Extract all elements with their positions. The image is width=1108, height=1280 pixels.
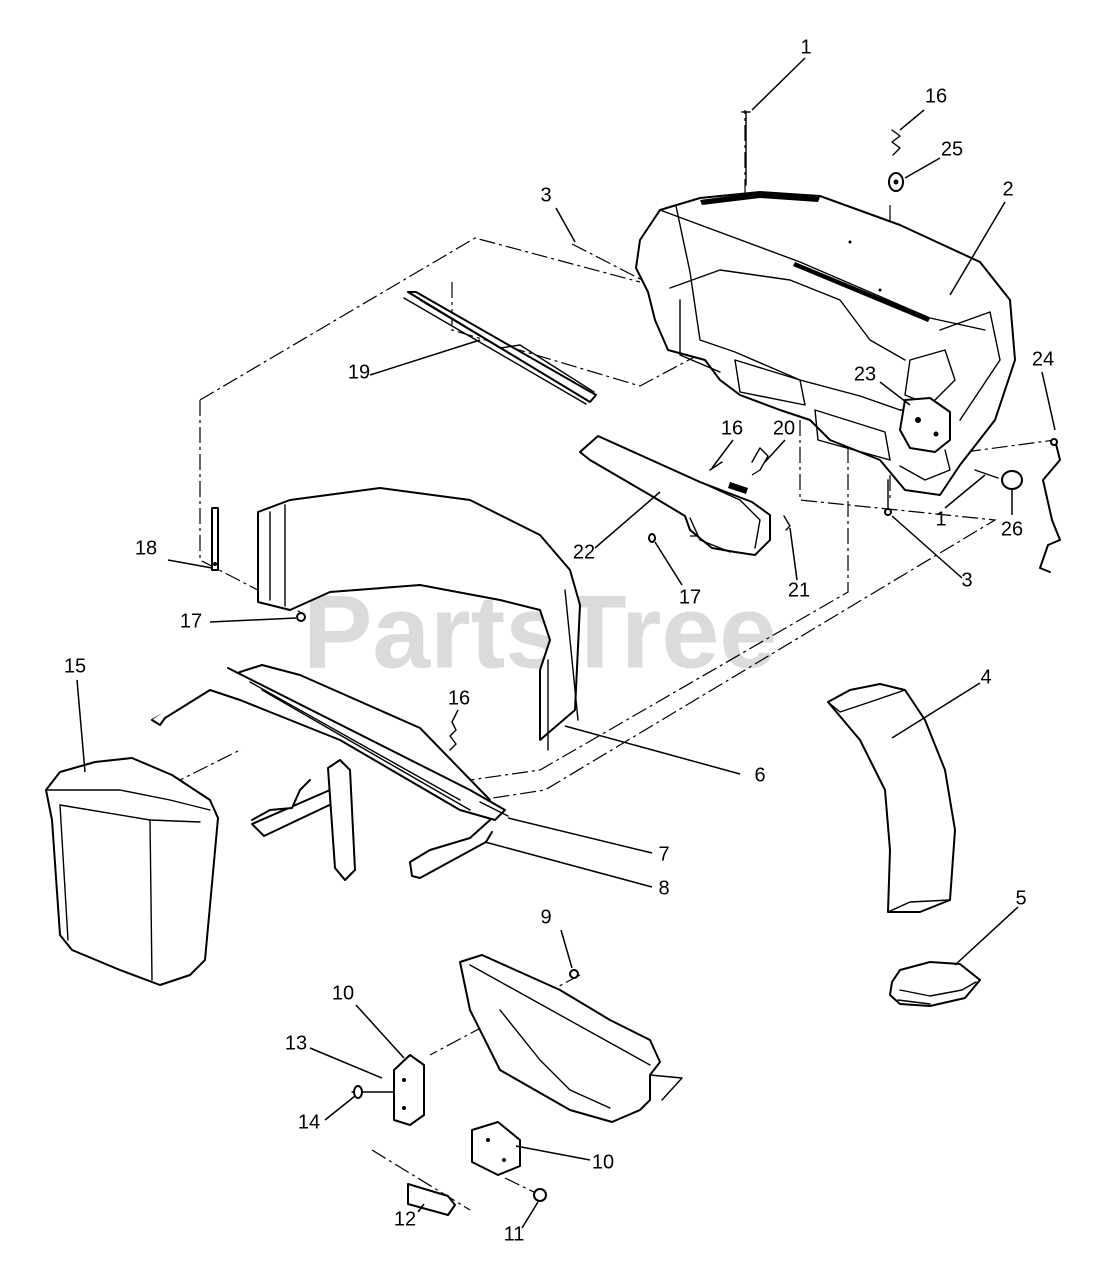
callout-17-mid: 17 <box>679 586 701 608</box>
callout-1-top: 1 <box>800 36 811 58</box>
callout-21: 21 <box>788 579 810 601</box>
bag-panel <box>257 487 581 751</box>
callout-18: 18 <box>135 537 157 559</box>
callout-7: 7 <box>658 843 669 865</box>
callout-15: 15 <box>64 655 86 677</box>
callout-10-bottom: 10 <box>592 1151 614 1173</box>
callout-8: 8 <box>658 877 669 899</box>
frame-hardware <box>449 721 509 817</box>
callout-20: 20 <box>773 417 795 439</box>
callout-23: 23 <box>854 363 876 385</box>
top-hardware <box>741 111 904 192</box>
support-bar <box>403 291 597 405</box>
callout-17-left: 17 <box>180 610 202 632</box>
callout-labels: 1 16 25 3 2 19 23 24 16 20 1 26 22 17 21… <box>64 36 1054 1245</box>
callout-6: 6 <box>754 764 765 786</box>
callout-11: 11 <box>504 1223 525 1245</box>
bag-basket <box>45 757 219 986</box>
callout-5: 5 <box>1015 887 1026 909</box>
right-hardware <box>884 397 1061 573</box>
callout-25: 25 <box>941 138 963 160</box>
hose-clamp <box>889 961 981 1007</box>
strip-part-18 <box>211 507 219 571</box>
callout-4: 4 <box>980 666 991 688</box>
callout-12: 12 <box>394 1208 416 1230</box>
callout-9: 9 <box>540 906 551 928</box>
callout-26: 26 <box>1001 518 1023 540</box>
callout-22: 22 <box>573 541 595 563</box>
callout-10-top: 10 <box>332 982 354 1004</box>
callout-3-top: 3 <box>540 184 551 206</box>
callout-16-top: 16 <box>925 85 947 107</box>
callout-14: 14 <box>298 1111 320 1133</box>
callout-1-right: 1 <box>935 508 946 530</box>
callout-3-right: 3 <box>961 569 972 591</box>
frame <box>151 664 506 881</box>
bagger-housing <box>635 191 1016 496</box>
bracket-assembly <box>351 954 683 1216</box>
leader-lines <box>76 57 1056 1229</box>
chute-duct <box>579 435 791 556</box>
callout-16-mid: 16 <box>721 417 743 439</box>
flex-tube <box>827 683 956 913</box>
callout-13: 13 <box>285 1032 307 1054</box>
callout-2: 2 <box>1002 178 1013 200</box>
callout-24: 24 <box>1032 348 1054 370</box>
callout-16-low: 16 <box>448 687 470 709</box>
callout-19: 19 <box>348 361 370 383</box>
